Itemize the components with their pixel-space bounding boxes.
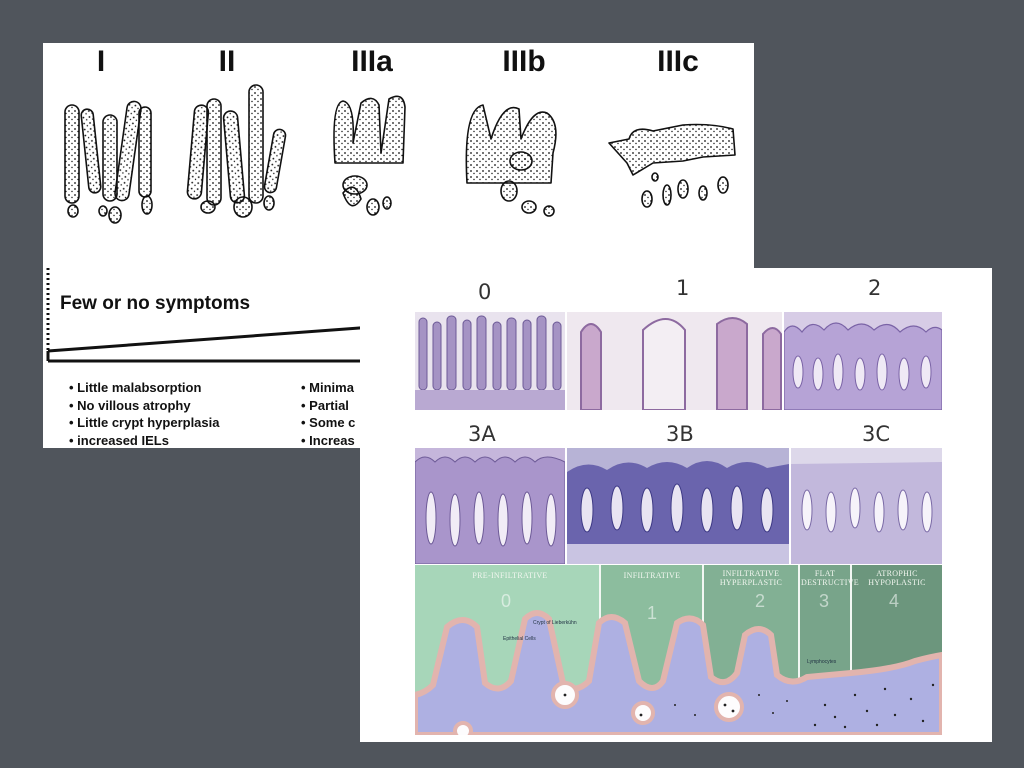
section-number-3: 3 <box>819 591 829 612</box>
histo-label-0: 0 <box>478 280 491 304</box>
stage-i-villi <box>65 101 152 223</box>
diagram-svg <box>415 565 942 735</box>
bullet-item: • Increas <box>301 432 355 450</box>
micrograph-1 <box>567 312 782 410</box>
bullet-item: • Minima <box>301 379 355 397</box>
annotation-lymphocytes: Lymphocytes <box>807 659 836 665</box>
section-number-4: 4 <box>889 591 899 612</box>
section-number-1: 1 <box>647 603 657 624</box>
section-number-2: 2 <box>755 591 765 612</box>
micrograph-3b <box>567 448 789 564</box>
section-label-3: Flat Destructive <box>801 569 849 587</box>
annotation-epithelial: Epithelial Cells <box>503 636 536 642</box>
stage-ii-villi <box>187 85 287 217</box>
histology-panel: 0 1 2 3A 3B 3C <box>360 268 992 742</box>
bullet-item: • increased IELs <box>69 432 219 450</box>
bullet-list-left: • Little malabsorption • No villous atro… <box>69 379 219 449</box>
section-label-4: Atrophic Hypoplastic <box>855 569 939 587</box>
celiac-stage-diagram: Pre-Infiltrative Infiltrative Infiltrati… <box>415 565 942 735</box>
stage-iiic-villi <box>609 125 735 208</box>
histo-label-3a: 3A <box>468 422 496 446</box>
section-label-1: Infiltrative <box>607 571 697 580</box>
micrograph-2 <box>784 312 942 410</box>
histo-label-3c: 3C <box>862 422 890 446</box>
annotation-crypt: Crypt of Lieberkühn <box>533 620 577 626</box>
section-label-2: Infiltrative Hyperplastic <box>705 569 797 587</box>
symptom-label: Few or no symptoms <box>60 293 250 315</box>
bullet-item: • Little malabsorption <box>69 379 219 397</box>
bullet-item: • No villous atrophy <box>69 397 219 415</box>
section-label-0: Pre-Infiltrative <box>455 571 565 580</box>
section-number-0: 0 <box>501 591 511 612</box>
bullet-item: • Partial <box>301 397 355 415</box>
bullet-item: • Some c <box>301 414 355 432</box>
bullet-item: • Little crypt hyperplasia <box>69 414 219 432</box>
symptom-wedge-line <box>48 327 373 351</box>
histo-label-3b: 3B <box>666 422 694 446</box>
micrograph-3a <box>415 448 565 564</box>
histo-label-1: 1 <box>676 276 689 300</box>
stage-iiib-villi <box>466 105 556 216</box>
stage-iiia-villi <box>334 96 405 215</box>
bullet-list-right: • Minima • Partial • Some c • Increas <box>301 379 355 449</box>
micrograph-3c <box>791 448 942 564</box>
histo-label-2: 2 <box>868 276 881 300</box>
micrograph-0 <box>415 312 565 410</box>
